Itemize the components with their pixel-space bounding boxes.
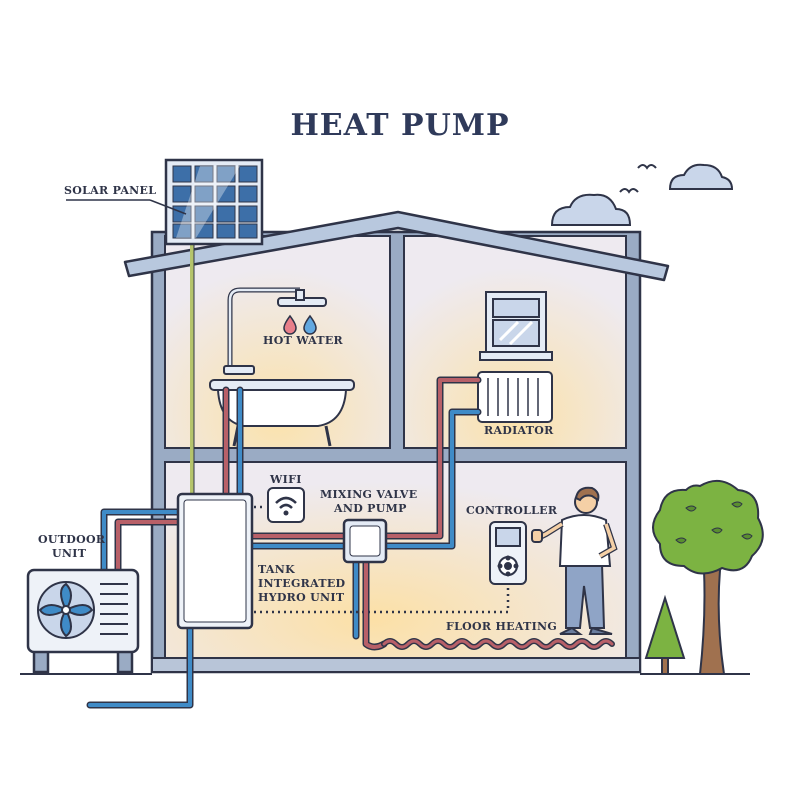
label-outdoor-unit-line2: UNIT (52, 547, 87, 560)
solar-panel-leader (149, 199, 187, 215)
wifi-icon (267, 487, 305, 523)
thermostat-controller-icon (489, 521, 527, 585)
label-mixing-valve-line1: MIXING VALVE (320, 488, 418, 501)
floor-slab (151, 657, 641, 673)
tree-icon (652, 479, 764, 675)
label-outdoor-unit-line1: OUTDOOR (38, 533, 106, 546)
label-wifi: WIFI (270, 473, 302, 486)
diagram-title: HEAT PUMP (290, 108, 510, 143)
tank-icon (176, 492, 254, 630)
cloud-icon (550, 193, 632, 226)
fan-icon (37, 581, 95, 639)
water-drop-icon (283, 314, 297, 335)
label-tank-line1: TANK (258, 563, 295, 576)
control-wiring (254, 505, 510, 614)
label-radiator: RADIATOR (484, 424, 554, 437)
label-solar-panel: SOLAR PANEL (64, 184, 157, 197)
pine-tree-icon (644, 594, 686, 675)
bird-icon (619, 188, 639, 194)
radiator-icon (477, 371, 553, 423)
bird-icon (637, 164, 657, 170)
label-mixing-valve-line2: AND PUMP (334, 502, 407, 515)
label-hot-water: HOT WATER (263, 334, 343, 347)
cloud-icon (668, 163, 734, 190)
label-controller: CONTROLLER (466, 504, 558, 517)
bathtub-icon (209, 379, 355, 447)
person-icon (531, 486, 618, 635)
solar-panel-icon (164, 158, 264, 498)
window-icon (479, 291, 553, 361)
label-tank-line2: INTEGRATED (258, 577, 346, 590)
water-drop-icon (303, 314, 317, 335)
floor-heating-coil (382, 639, 614, 649)
roof (123, 210, 670, 282)
label-tank-line3: HYDRO UNIT (258, 591, 345, 604)
pipes (86, 376, 615, 709)
shower-icon (223, 287, 327, 375)
mixing-valve-icon (342, 518, 388, 564)
label-floor-heating: FLOOR HEATING (446, 620, 558, 633)
